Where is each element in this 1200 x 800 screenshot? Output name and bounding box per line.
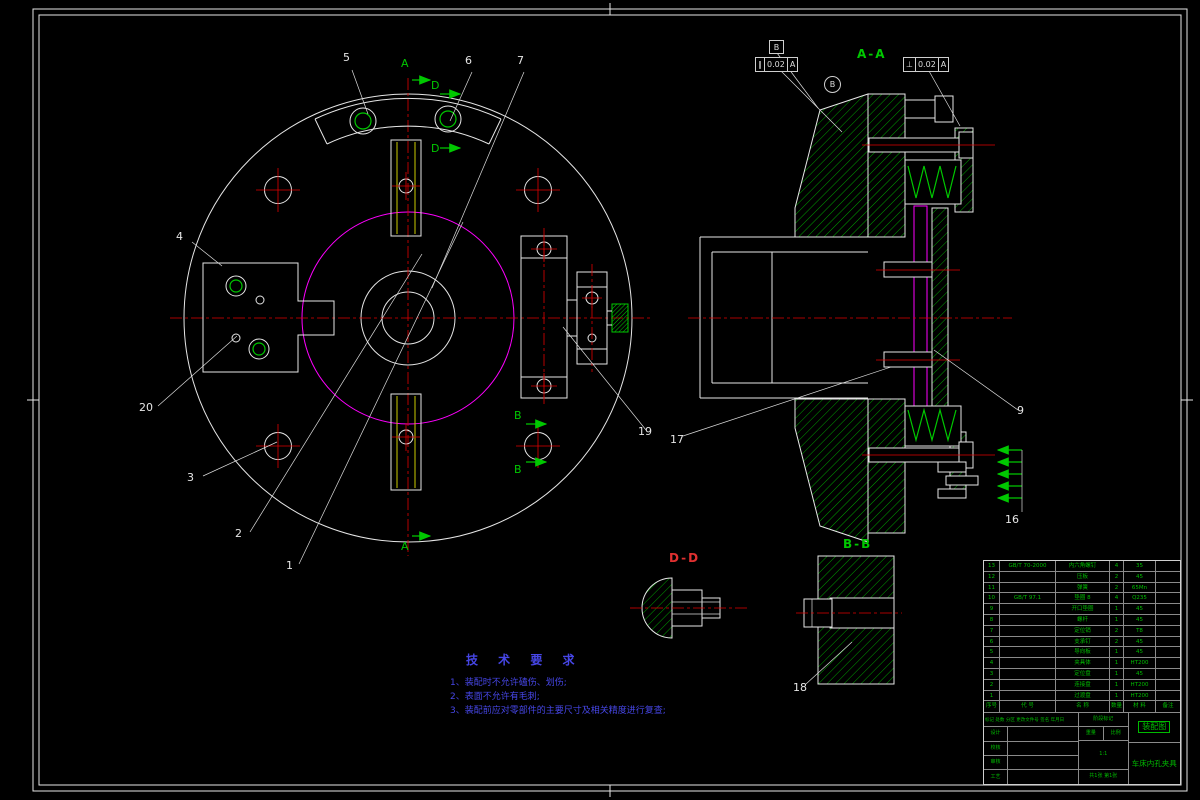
scale-area: 阶段标记 重量 比例 1:1 共1张 第1张 <box>1079 712 1129 784</box>
bom-table: 13 GB/T 70-2000 内六角螺钉 4 35 12 压板 2 45 11… <box>984 561 1180 702</box>
tech-req-item-3: 3、装配前应对零部件的主要尺寸及相关精度进行复查; <box>450 706 666 716</box>
callout-16: 16 <box>1005 513 1019 526</box>
signature-area: 标记 处数 分区 更改文件号 签名 年月日 设计 校核 审核 工艺 <box>984 712 1080 784</box>
drawing-title-area: 装配图 车床内孔夹具 <box>1128 713 1180 784</box>
title-block: 13 GB/T 70-2000 内六角螺钉 4 35 12 压板 2 45 11… <box>983 560 1181 785</box>
datum-box-b: B <box>769 40 784 54</box>
section-letter-d-bottom: D <box>431 142 440 155</box>
sheet-count: 共1张 第1张 <box>1089 773 1118 780</box>
sig-audit: 审核 <box>984 756 1008 770</box>
sig-check: 校核 <box>984 741 1008 756</box>
drawing-type: 装配图 <box>1138 721 1171 734</box>
tolerance-value: 0.02 <box>916 58 939 71</box>
section-view-aa <box>688 52 1023 543</box>
bom-row: 12 压板 2 45 <box>984 571 1180 583</box>
tech-req-item-2: 2、表面不允许有毛刺; <box>450 692 540 702</box>
sheet-frame <box>27 3 1193 797</box>
callout-4: 4 <box>176 230 183 243</box>
tolerance-symbol: ∥ <box>756 58 765 71</box>
drawing-name: 车床内孔夹具 <box>1131 758 1177 768</box>
section-letter-a-top: A <box>401 57 409 70</box>
tech-req-title: 技 术 要 求 <box>466 653 583 667</box>
section-title-dd: D-D <box>669 551 701 565</box>
callout-18: 18 <box>793 681 807 694</box>
callout-3: 3 <box>187 471 194 484</box>
tolerance-value: 0.02 <box>765 58 788 71</box>
tolerance-symbol: ⊥ <box>904 58 916 71</box>
callout-19: 19 <box>638 425 652 438</box>
weight-label: 重量 <box>1079 726 1104 740</box>
callout-2: 2 <box>235 527 242 540</box>
bom-row: 10 GB/T 97.1 垫圈 8 4 Q235 <box>984 593 1180 605</box>
section-title-aa: A-A <box>857 47 887 61</box>
titleblock-bottom: 标记 处数 分区 更改文件号 签名 年月日 设计 校核 审核 工艺 阶段标记 重… <box>984 712 1180 784</box>
scale-label: 比例 <box>1110 729 1121 736</box>
sig-design: 设计 <box>984 727 1008 741</box>
detail-view-bb <box>796 555 902 685</box>
scale-value: 1:1 <box>1079 741 1128 770</box>
weight-scale-row: 重量 比例 <box>1079 726 1128 741</box>
callout-20: 20 <box>139 401 153 414</box>
tolerance-frame-right: ⊥ 0.02 A <box>903 57 950 72</box>
datum-circle-b: B <box>824 76 841 93</box>
bom-row: 11 弹簧 2 65Mn <box>984 582 1180 594</box>
sig-process: 工艺 <box>984 770 1008 784</box>
bom-row: 8 螺杆 1 45 <box>984 614 1180 626</box>
bom-row: 4 夹具体 1 HT200 <box>984 658 1180 669</box>
section-letter-a-bottom: A <box>401 540 409 553</box>
callout-7: 7 <box>517 54 524 67</box>
stage-label: 阶段标记 <box>1079 713 1128 727</box>
tolerance-datum: A <box>789 59 796 69</box>
bom-row: 5 导向板 1 45 <box>984 647 1180 659</box>
callout-17: 17 <box>670 433 684 446</box>
section-letter-b-bottom: B <box>514 463 522 476</box>
bom-row: 13 GB/T 70-2000 内六角螺钉 4 35 <box>984 561 1180 572</box>
section-letter-d-top: D <box>431 79 440 92</box>
callout-1: 1 <box>286 559 293 572</box>
callout-5: 5 <box>343 51 350 64</box>
callout-6: 6 <box>465 54 472 67</box>
tech-req-item-1: 1、装配时不允许磕伤、划伤; <box>450 678 567 688</box>
revision-row: 标记 处数 分区 更改文件号 签名 年月日 <box>985 717 1065 723</box>
callout-9: 9 <box>1017 404 1024 417</box>
bom-row: 9 开口垫圈 1 45 <box>984 604 1180 615</box>
tolerance-frame-left: ∥ 0.02 A <box>755 57 799 72</box>
bom-row: 7 定位销 2 T8 <box>984 625 1180 637</box>
bom-row: 1 过渡盘 1 HT200 <box>984 690 1180 702</box>
tolerance-datum: A <box>940 59 947 69</box>
section-letter-b-top: B <box>514 409 522 422</box>
bom-row: 6 支承钉 2 45 <box>984 636 1180 648</box>
front-view <box>157 69 901 565</box>
bom-row: 2 连接盘 1 HT200 <box>984 679 1180 691</box>
bom-header: 序号 代 号 名 称 数量 材 料 备注 <box>984 701 1180 713</box>
section-title-bb: B-B <box>843 537 873 551</box>
bom-row: 3 定位盘 1 45 <box>984 668 1180 680</box>
detail-view-dd <box>630 577 748 639</box>
